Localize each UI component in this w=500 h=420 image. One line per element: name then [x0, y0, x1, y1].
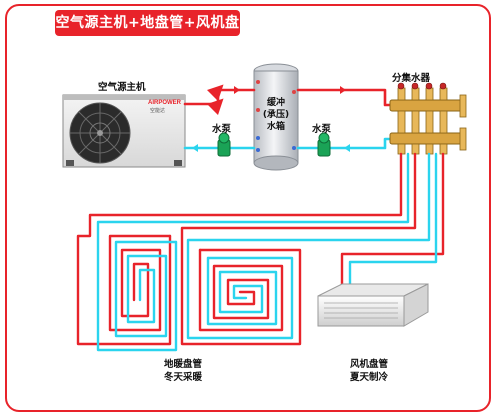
supply-pipe-unit-tank — [183, 84, 256, 116]
diagram-title: 空气源主机+地盘管+风机盘管 — [55, 15, 240, 57]
floor-coil-left-cyan — [114, 240, 178, 338]
pump-left — [217, 132, 231, 157]
tank-label-2: (承压) — [263, 109, 289, 120]
floor-coil-left-red — [108, 234, 172, 332]
fan-coil-unit — [317, 283, 429, 327]
floor-supply-feed — [76, 152, 403, 346]
fancoil-supply-feed — [340, 152, 445, 292]
pump-right-label: 水泵 — [312, 124, 332, 135]
fancoil-return-feed — [348, 152, 438, 292]
supply-pipe-tank-manifold — [296, 88, 397, 107]
tank-label-3: 水箱 — [267, 120, 285, 132]
floor-heating-label: 地暖盘管 — [164, 359, 203, 370]
pump-left-label: 水泵 — [212, 124, 232, 135]
floor-return-feed — [96, 152, 410, 352]
floor2-supply-feed — [180, 152, 417, 346]
floor-coil-right-red — [198, 248, 284, 332]
supply-arrow-2 — [340, 86, 346, 94]
pump-right — [317, 132, 331, 157]
floor-coil-right-cyan — [206, 256, 278, 326]
fan-coil-label: 风机盘管 — [350, 359, 389, 370]
fan-coil-sub: 夏天制冷 — [350, 372, 389, 383]
brand-logo: AIRPOWER — [148, 100, 182, 106]
tank-label-1: 缓冲 — [267, 96, 285, 108]
return-arrow-1 — [344, 144, 350, 152]
manifold-label: 分集水器 — [392, 73, 431, 84]
manifold — [389, 82, 467, 155]
floor-heating-sub: 冬天采暖 — [164, 372, 203, 383]
title-banner: 空气源主机+地盘管+风机盘管 — [55, 10, 240, 57]
return-arrow-2 — [192, 144, 198, 152]
heat-pump-label: 空气源主机 — [98, 82, 146, 93]
heat-pump-unit — [62, 94, 186, 168]
floor2-return-feed — [186, 152, 431, 340]
supply-arrow-1 — [234, 86, 240, 94]
buffer-tank — [253, 63, 299, 171]
diagram-frame — [5, 4, 491, 412]
brand-sub: 空能达 — [150, 107, 165, 114]
